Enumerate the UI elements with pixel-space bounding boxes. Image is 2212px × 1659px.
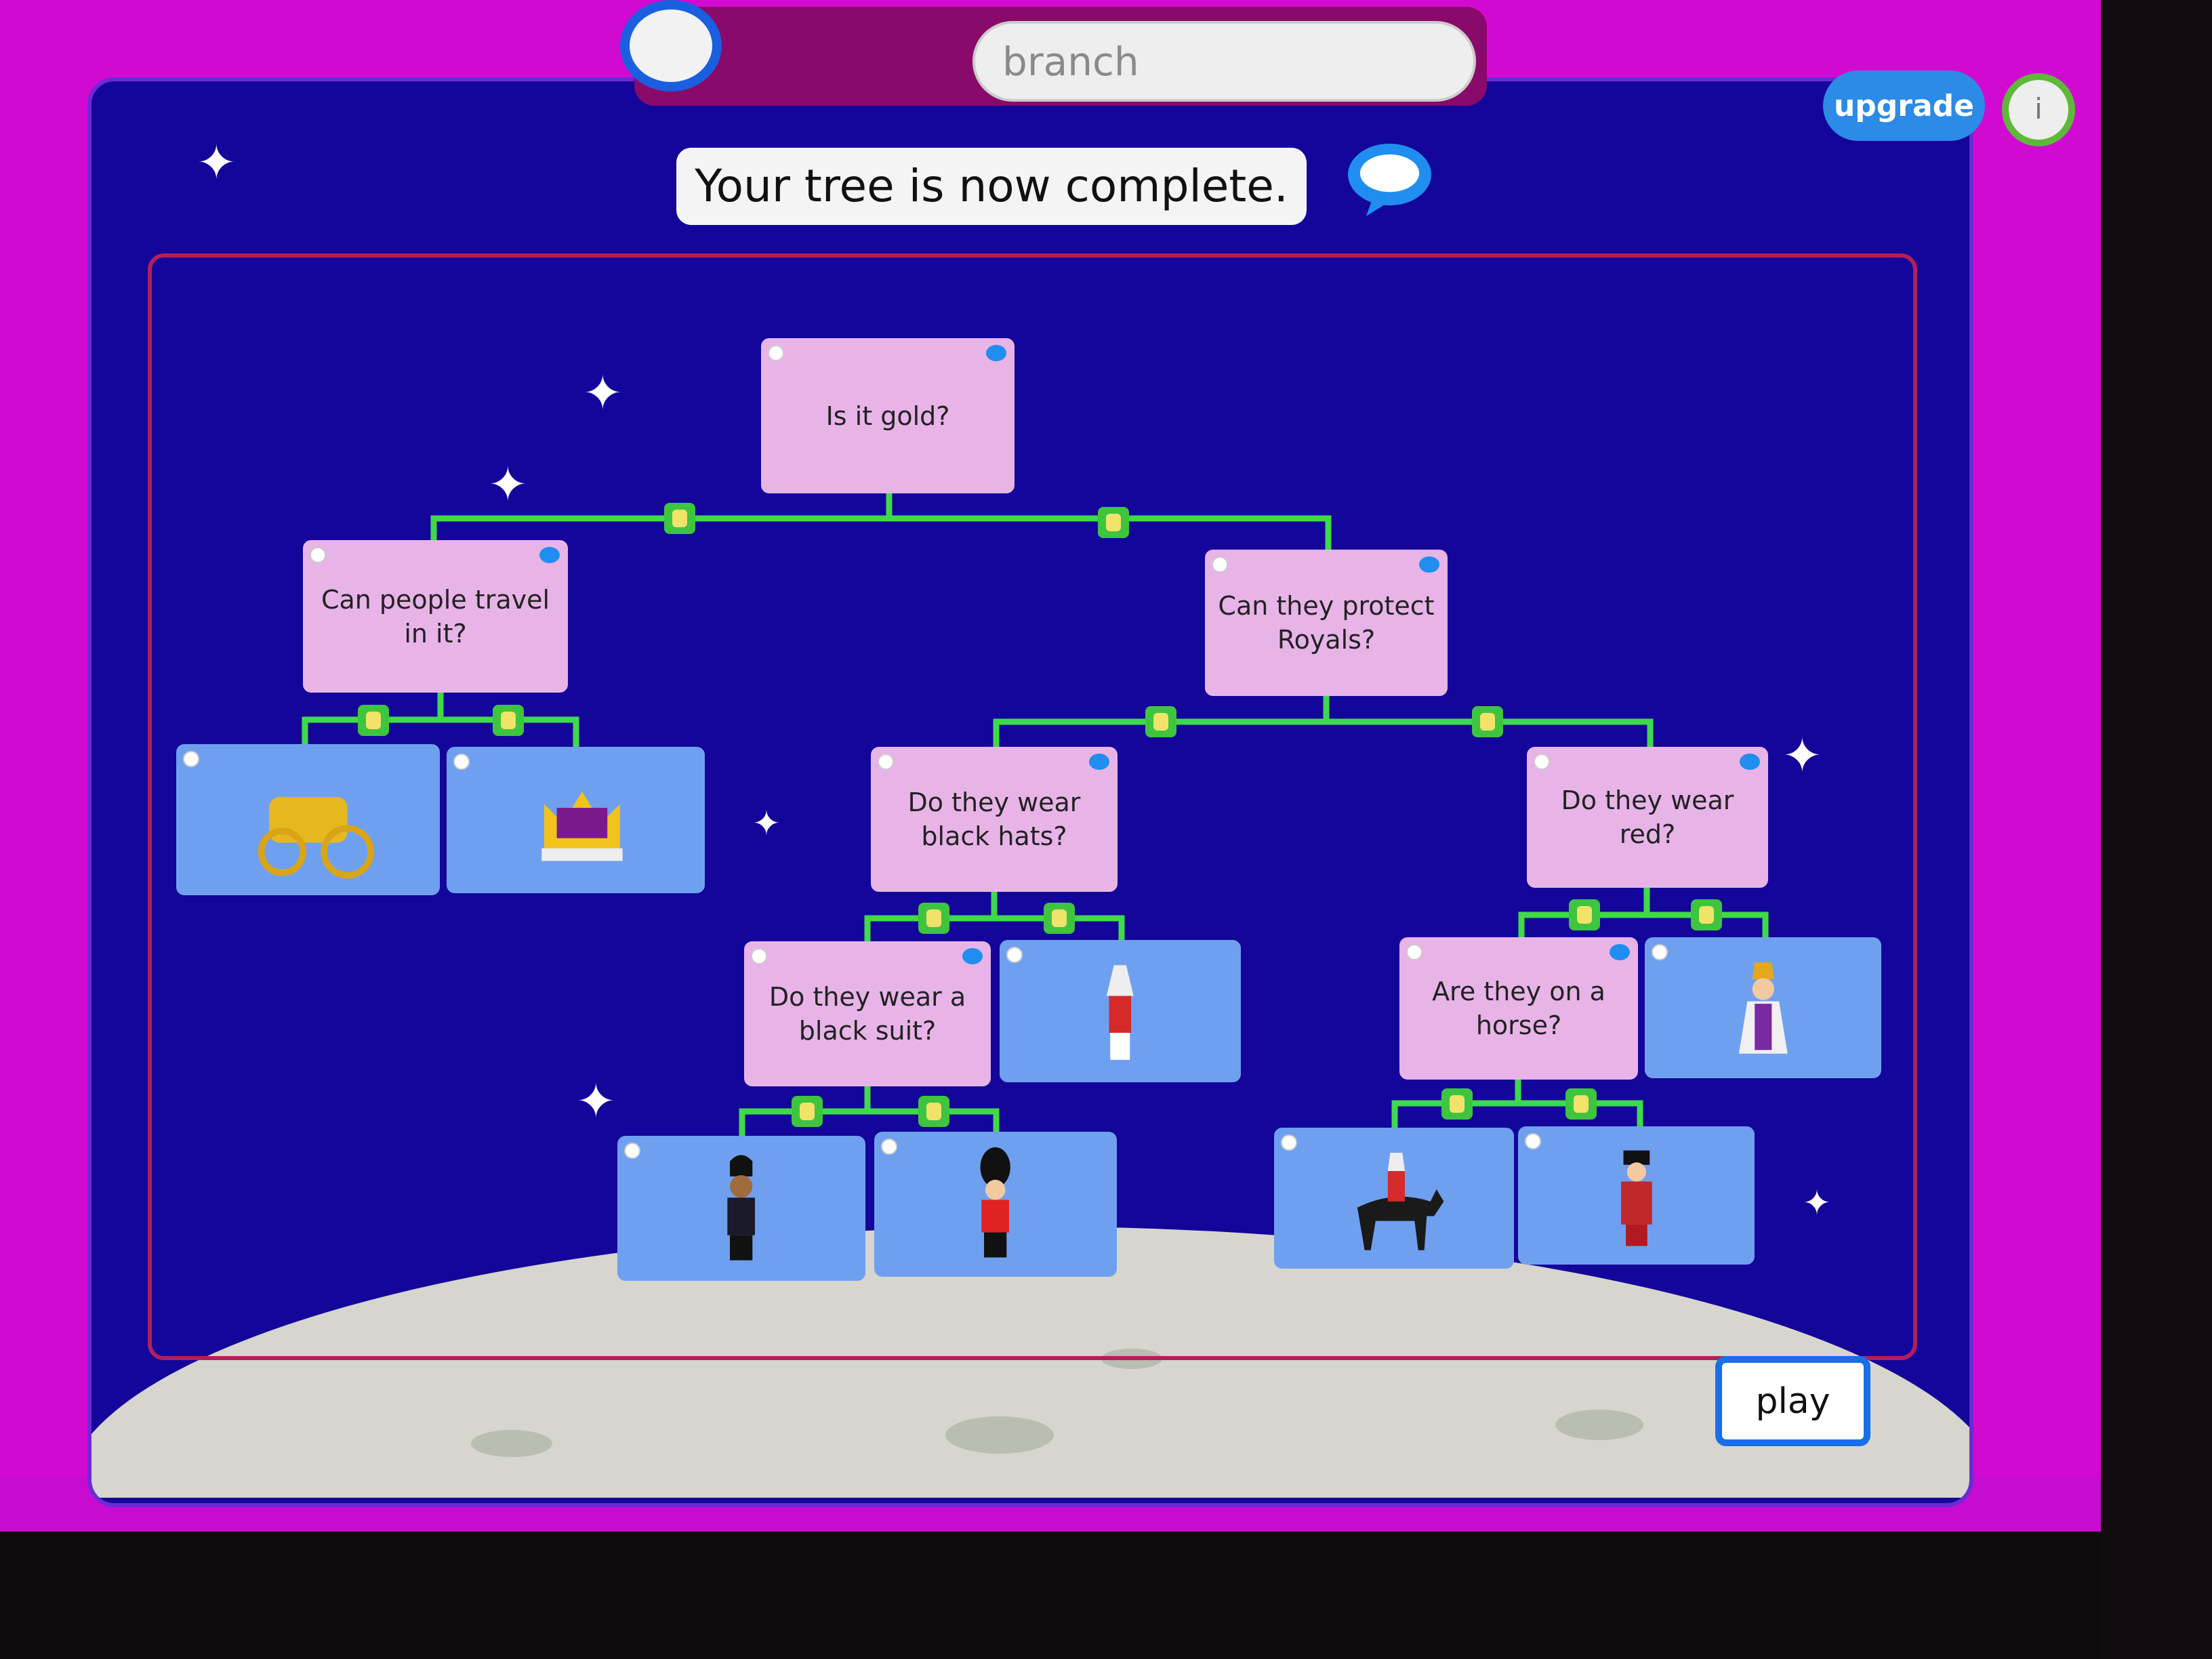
- star-icon: ✦: [583, 365, 623, 421]
- answer-card[interactable]: [447, 747, 705, 893]
- speech-bubble-icon[interactable]: [1346, 141, 1433, 218]
- upgrade-button[interactable]: upgrade: [1823, 70, 1985, 141]
- star-icon: ✦: [1803, 1183, 1831, 1223]
- edit-icon[interactable]: [1652, 944, 1668, 960]
- question-card[interactable]: Are they on a horse?: [1399, 937, 1638, 1080]
- edit-icon[interactable]: [624, 1143, 640, 1159]
- question-text: Do they wear black hats?: [907, 787, 1081, 851]
- edit-icon[interactable]: [453, 754, 470, 770]
- play-button[interactable]: play: [1715, 1356, 1870, 1446]
- thumbs-down-icon: [918, 1096, 949, 1127]
- question-text: Do they wear red?: [1561, 785, 1734, 849]
- info-button[interactable]: i: [2002, 73, 2075, 146]
- comment-icon[interactable]: [1610, 944, 1630, 960]
- thumbs-down-icon: [1691, 899, 1722, 930]
- comment-icon[interactable]: [1089, 754, 1109, 770]
- star-icon: ✦: [576, 1073, 616, 1129]
- thumbs-up-icon: [1569, 899, 1600, 930]
- question-text: Do they wear a black suit?: [769, 982, 966, 1046]
- life-guard-icon: [1107, 964, 1134, 1060]
- comment-icon[interactable]: [1419, 556, 1439, 573]
- police-officer-icon: [727, 1155, 756, 1261]
- edit-icon[interactable]: [1525, 1133, 1541, 1149]
- edit-icon[interactable]: [768, 345, 784, 361]
- thumbs-up-icon: [1441, 1088, 1473, 1120]
- question-card[interactable]: Can they protect Royals?: [1205, 550, 1448, 696]
- thumbs-down-icon: [1472, 706, 1503, 737]
- tree-area: [148, 253, 1917, 1360]
- horse-guard-icon: [1357, 1152, 1444, 1250]
- star-icon: ✦: [488, 457, 528, 512]
- edit-icon[interactable]: [310, 547, 326, 563]
- thumbs-up-icon: [1145, 706, 1176, 737]
- screen-bezel-bottom: [0, 1532, 2101, 1659]
- thumbs-down-icon: [1044, 903, 1075, 934]
- thumbs-down-icon: [1098, 507, 1129, 538]
- question-card[interactable]: Do they wear red?: [1527, 747, 1768, 888]
- question-text: Can people travel in it?: [321, 584, 550, 649]
- thumbs-up-icon: [358, 705, 389, 736]
- thumbs-up-icon: [664, 503, 695, 534]
- answer-card[interactable]: [1645, 937, 1881, 1078]
- answer-card[interactable]: [617, 1136, 865, 1281]
- edit-icon[interactable]: [183, 751, 199, 767]
- question-text: Is it gold?: [825, 401, 950, 431]
- beefeater-icon: [1620, 1150, 1652, 1246]
- edit-icon[interactable]: [881, 1139, 897, 1155]
- gold-coach-icon: [258, 796, 374, 879]
- status-message: Your tree is now complete.: [676, 148, 1307, 225]
- crown-icon: [541, 792, 623, 861]
- edit-icon[interactable]: [751, 948, 767, 964]
- star-icon: ✦: [197, 135, 237, 190]
- edit-icon[interactable]: [1006, 947, 1023, 963]
- comment-icon[interactable]: [962, 948, 983, 964]
- screen-bezel: [2101, 0, 2212, 1659]
- edit-icon[interactable]: [1534, 754, 1550, 770]
- edit-icon[interactable]: [1281, 1134, 1297, 1151]
- thumbs-down-icon: [493, 705, 524, 736]
- queens-guard-icon: [980, 1147, 1011, 1258]
- answer-card[interactable]: [1000, 940, 1241, 1082]
- question-text: Are they on a horse?: [1432, 977, 1605, 1040]
- thumbs-down-icon: [1565, 1088, 1597, 1120]
- star-icon: ✦: [752, 804, 781, 843]
- search-input[interactable]: [972, 21, 1476, 102]
- edit-icon[interactable]: [878, 754, 894, 770]
- question-card[interactable]: Do they wear a black suit?: [744, 941, 991, 1086]
- edit-icon[interactable]: [1406, 944, 1422, 960]
- comment-icon[interactable]: [986, 345, 1006, 361]
- comment-icon[interactable]: [539, 547, 560, 563]
- question-card[interactable]: Do they wear black hats?: [871, 747, 1118, 892]
- comment-icon[interactable]: [1740, 754, 1760, 770]
- answer-card[interactable]: [1274, 1128, 1514, 1269]
- tree-connectors: [302, 493, 1769, 1136]
- thumbs-up-icon: [918, 903, 949, 934]
- thumbs-up-icon: [792, 1096, 823, 1127]
- answer-card[interactable]: [874, 1132, 1117, 1277]
- question-text: Can they protect Royals?: [1218, 591, 1435, 655]
- answer-card[interactable]: [176, 744, 440, 895]
- star-icon: ✦: [1782, 728, 1822, 783]
- edit-icon[interactable]: [1212, 556, 1228, 573]
- king-icon: [1738, 962, 1788, 1054]
- question-card[interactable]: Can people travel in it?: [303, 540, 568, 693]
- answer-card[interactable]: [1518, 1126, 1755, 1265]
- question-card[interactable]: Is it gold?: [761, 338, 1015, 493]
